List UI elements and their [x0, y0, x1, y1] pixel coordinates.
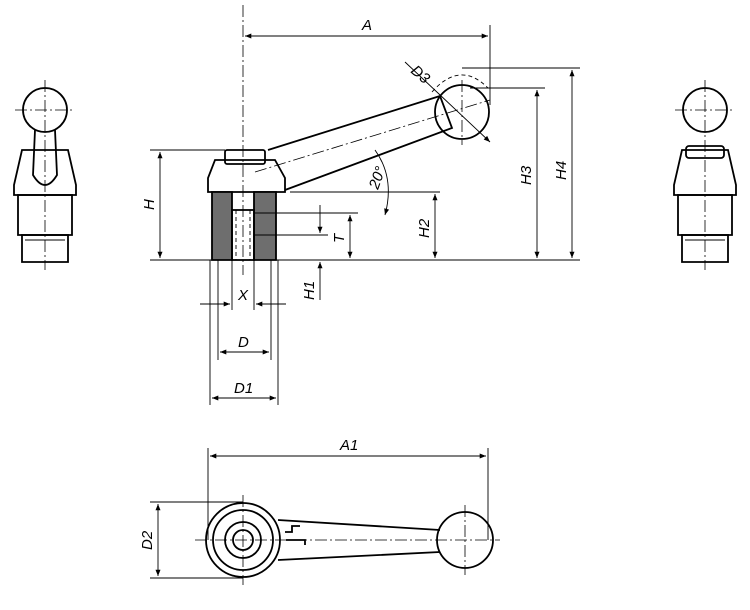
label-X: X	[237, 287, 249, 304]
label-D2: D2	[139, 530, 156, 550]
left-side-view	[13, 80, 77, 270]
top-view	[195, 495, 500, 585]
label-H4: H4	[553, 161, 570, 180]
logo-icon	[285, 525, 306, 545]
right-side-view	[673, 80, 737, 270]
label-angle: 20°	[365, 164, 389, 192]
label-A1: A1	[339, 437, 358, 454]
label-H1: H1	[301, 281, 318, 300]
label-D: D	[238, 334, 249, 351]
label-D1: D1	[234, 380, 253, 397]
label-A: A	[361, 17, 372, 34]
label-H3: H3	[518, 165, 535, 185]
front-view	[150, 5, 580, 275]
label-H: H	[141, 199, 158, 210]
label-D3: D3	[407, 62, 433, 88]
label-H2: H2	[416, 218, 433, 238]
label-T: T	[331, 232, 348, 243]
dimensions: A D3 H4 H3 H2 T H1 H 20° X D	[139, 17, 580, 579]
